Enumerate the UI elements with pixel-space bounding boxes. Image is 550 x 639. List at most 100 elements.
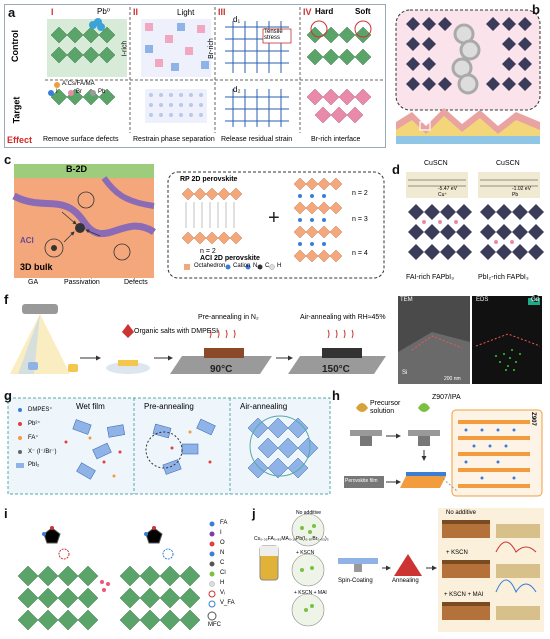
panel-j-graphic xyxy=(259,508,544,632)
effect-label: Effect xyxy=(7,135,33,145)
g-stage-air: Air-annealing xyxy=(240,402,288,411)
svg-text:+: + xyxy=(268,207,280,229)
f-step3: Air-annealing with RH≈45% xyxy=(300,314,386,321)
f-temp1: 90°C xyxy=(210,364,233,375)
c-legend-defects: Defects xyxy=(124,279,148,286)
g-legend-fa: FA⁺ xyxy=(28,435,39,441)
i-legend-c: C xyxy=(220,560,225,566)
j-dish-1: No additive xyxy=(296,510,322,516)
i-legend-vi: Vᵢ xyxy=(220,590,225,596)
panel-b-graphic xyxy=(395,9,541,144)
panel-i-graphic xyxy=(17,521,217,631)
panel-e-graphic xyxy=(398,296,542,384)
h-film: Perovskite film xyxy=(345,478,378,484)
panel-b: b xyxy=(392,2,546,148)
g-legend-pb: Pb²⁺ xyxy=(28,421,41,427)
panel-j: j Cs₀.₀₅FA₀.₈₅MA₀.₁₀Pb(I₀.₉₇Br₀.₀₃)₃ No … xyxy=(250,506,546,634)
e-gd: Gd xyxy=(531,297,540,303)
light-label: Light xyxy=(177,8,195,17)
panel-c: + c B-2D ACI 3D bulk RP 2D perovskite n … xyxy=(4,152,388,288)
bulk-label: 3D bulk xyxy=(20,262,53,272)
effect-4: Br-rich interface xyxy=(311,136,361,143)
d-left-caption: FAI-rich FAPbI₃ xyxy=(406,274,454,281)
panel-e-label: e xyxy=(532,290,540,305)
a-target-II-lattice xyxy=(145,89,207,123)
panel-g: g DMPES⁺ Pb²⁺ FA⁺ X⁻ (I⁻/Br⁻) PbI₂ Wet f… xyxy=(4,388,334,502)
panel-b-label: b xyxy=(532,2,540,17)
panel-d-graphic xyxy=(406,172,544,260)
panel-c-label: c xyxy=(4,152,12,167)
i-legend-h: H xyxy=(220,580,225,586)
row-control-label: Control xyxy=(10,30,20,62)
legend-br: Br xyxy=(76,89,82,95)
i-rich-label: I-rich xyxy=(121,40,129,57)
a-control-II-lattice xyxy=(141,19,211,77)
panel-e: e TEM EDS Gd Si 200 nm xyxy=(392,290,546,388)
h-z907-side: Z907 xyxy=(529,412,536,426)
hard-label: Hard xyxy=(315,7,334,16)
panel-c-graphic: + xyxy=(12,164,385,279)
c-legend-n: N xyxy=(253,263,258,269)
a-control-IV-lattice xyxy=(306,20,372,66)
g-legend-dmpes: DMPES⁺ xyxy=(28,407,53,413)
j-dish-3: + KSCN + MAI xyxy=(294,590,327,596)
f-temp2: 150°C xyxy=(322,364,350,375)
panel-d: d CuSCN CuSCN -5.47 eV Cu⁺ -1.02 eV Pb F… xyxy=(392,152,546,288)
panel-h: h Precursor solution Z907/IPA Perovskite… xyxy=(332,388,546,502)
c-legend-h: H xyxy=(277,263,282,269)
panel-h-label: h xyxy=(332,388,340,403)
d-left-val-2: Cu⁺ xyxy=(438,192,448,198)
e-scale: 200 nm xyxy=(444,376,461,382)
j-result-3: + KSCN + MAI xyxy=(444,592,484,598)
d1-label: d₁ xyxy=(233,15,241,24)
b2d-label: B-2D xyxy=(66,164,88,174)
g-legend-pbi2: PbI₂ xyxy=(28,462,40,468)
j-spin: Spin-Coating xyxy=(338,578,373,584)
panel-i: i FA I O N C Cl H Vᵢ V_FA MFC xyxy=(4,506,246,634)
rp-title: RP 2D perovskite xyxy=(180,176,238,183)
c-legend-ga: GA xyxy=(28,279,39,286)
c-legend-octahedron: Octahedron xyxy=(194,263,226,269)
soft-label: Soft xyxy=(355,7,371,16)
c-legend-passivation: Passivation xyxy=(64,279,100,286)
a-target-III-lattice xyxy=(225,89,289,127)
pb-label: Pb⁰ xyxy=(97,7,110,16)
i-legend-fa: FA xyxy=(220,520,228,526)
g-legend-x: X⁻ (I⁻/Br⁻) xyxy=(28,449,57,455)
effect-1: Remove surface defects xyxy=(43,136,119,143)
d-right-val-2: Pb xyxy=(512,192,519,198)
legend-i: I xyxy=(56,89,58,95)
panel-h-graphic xyxy=(344,403,543,497)
j-dish-2: + KSCN xyxy=(296,550,315,556)
f-step1: Organic salts with DMPESI xyxy=(134,328,219,335)
d-cuscn-left: CuSCN xyxy=(424,160,448,167)
panel-g-label: g xyxy=(4,388,12,403)
c-legend-cation: Cation xyxy=(233,263,251,269)
j-result-2: + KSCN xyxy=(446,550,468,556)
aci-n2: n = 2 xyxy=(352,190,368,197)
panel-d-label: d xyxy=(392,162,400,177)
rp-n2: n = 2 xyxy=(200,248,216,255)
e-tem: TEM xyxy=(400,297,413,303)
aci-n3: n = 3 xyxy=(352,216,368,223)
aci-title: ACI 2D perovskite xyxy=(200,255,260,262)
d-left-val-1: -5.47 eV xyxy=(438,186,457,192)
panel-f: f Organic salts with DMPESI Pre-annealin… xyxy=(4,292,388,388)
aci-label: ACI xyxy=(20,236,34,245)
j-formula: Cs₀.₀₅FA₀.₈₅MA₀.₁₀Pb(I₀.₉₇Br₀.₀₃)₃ xyxy=(254,536,329,542)
panel-a: a I II III IV Pb⁰ Light I-rich Br-rich H… xyxy=(4,4,386,148)
legend-title: A:Cs/FA/MA xyxy=(62,81,95,87)
a-control-I-lattice xyxy=(47,18,127,77)
d-right-val-1: -1.02 eV xyxy=(512,186,531,192)
h-z907: Z907/IPA xyxy=(432,394,461,401)
d-right-caption: PbI₂-rich FAPbI₃ xyxy=(478,274,529,281)
aci-n4: n = 4 xyxy=(352,250,368,257)
roman-3: III xyxy=(218,7,226,17)
roman-1: I xyxy=(51,7,54,17)
br-rich-label: Br-rich xyxy=(207,38,215,59)
roman-4: IV xyxy=(303,7,312,17)
panel-f-label: f xyxy=(4,292,9,307)
d-cuscn-right: CuSCN xyxy=(496,160,520,167)
g-stage-wet: Wet film xyxy=(76,402,105,411)
i-legend-o: O xyxy=(220,540,225,546)
